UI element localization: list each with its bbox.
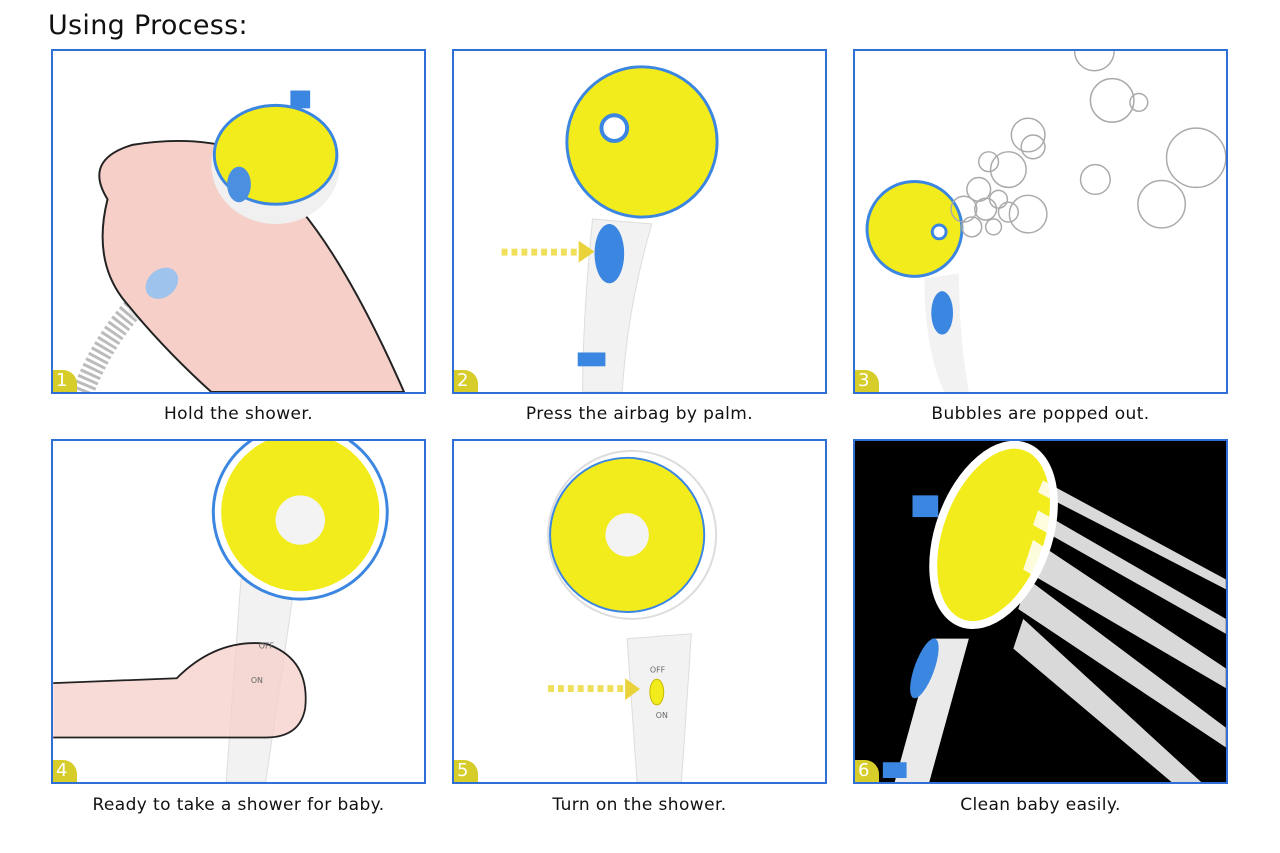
step-3-caption: Bubbles are popped out. [931, 404, 1150, 424]
switch-on-label: ON [251, 676, 263, 685]
step-6-panel: 6 [853, 439, 1228, 784]
ready-to-shower-illustration: OFF ON [53, 441, 389, 782]
step-2-caption: Press the airbag by palm. [525, 404, 754, 424]
step-5-panel: OFF ON 5 [452, 439, 827, 784]
step-1-panel: 1 [51, 49, 426, 394]
step-number-badge: 4 [53, 760, 77, 782]
page-title: Using Process: [48, 10, 248, 41]
step-2-panel: 2 [452, 49, 827, 394]
step-number-badge: 6 [855, 760, 879, 782]
step-5-caption: Turn on the shower. [552, 795, 727, 815]
water-spray-illustration [882, 441, 1226, 782]
step-number-badge: 5 [454, 760, 478, 782]
press-airbag-illustration [501, 65, 719, 392]
step-4-caption: Ready to take a shower for baby. [92, 795, 385, 815]
turn-on-shower-illustration: OFF ON [547, 449, 718, 782]
hand-holding-shower-illustration [72, 90, 406, 392]
step-number-badge: 2 [454, 370, 478, 392]
step-number-badge: 3 [855, 370, 879, 392]
step-4-panel: OFF ON 4 [51, 439, 426, 784]
switch-on-label: ON [656, 711, 668, 720]
switch-off-label: OFF [650, 665, 666, 674]
bubbles-illustration [865, 51, 1226, 392]
step-1-caption: Hold the shower. [163, 404, 314, 424]
step-3-panel: 3 [853, 49, 1228, 394]
step-6-caption: Clean baby easily. [960, 795, 1121, 815]
switch-off-label: OFF [259, 642, 275, 651]
step-number-badge: 1 [53, 370, 77, 392]
